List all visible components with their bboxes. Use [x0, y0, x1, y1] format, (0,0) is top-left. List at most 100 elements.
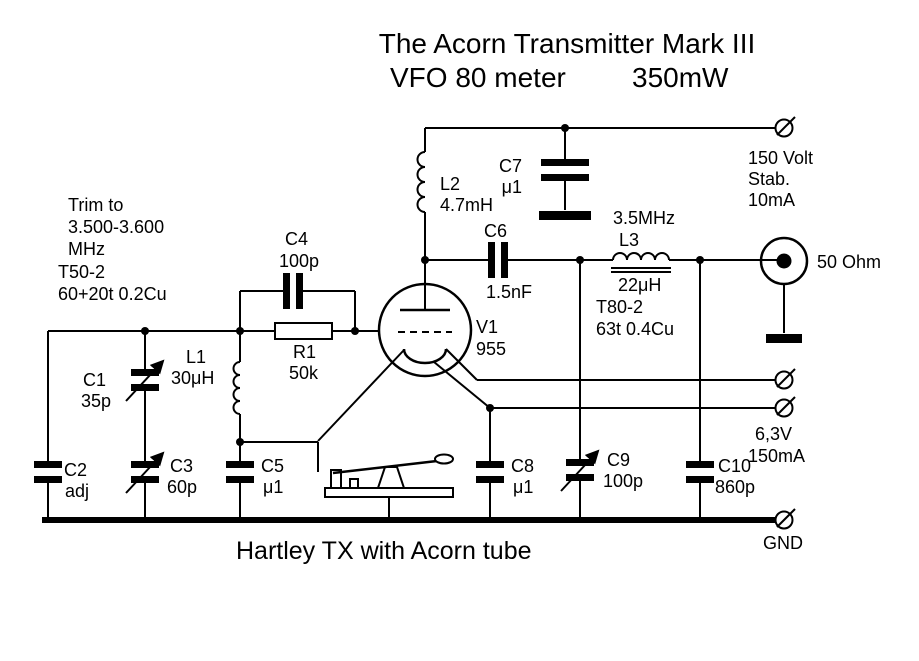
- c10-value-label: 860p: [715, 477, 755, 497]
- terminal-heater-b: 6,3V 150mA: [748, 396, 805, 466]
- heater-wire: [445, 348, 478, 381]
- coil-winding: [416, 151, 426, 213]
- t50-note-line2: 60+20t 0.2Cu: [58, 284, 167, 304]
- key-base: [324, 487, 454, 498]
- l1-ref-label: L1: [186, 347, 206, 367]
- t80-note-line1: T80-2: [596, 297, 643, 317]
- cap-plate: [541, 159, 589, 166]
- coil-winding: [232, 361, 241, 415]
- terminal-slash: [776, 368, 796, 388]
- r1-ref-label: R1: [293, 342, 316, 362]
- key-pivot: [376, 466, 406, 489]
- v1-value-label: 955: [476, 339, 506, 359]
- key-post: [330, 469, 342, 489]
- morse-key: [324, 453, 454, 498]
- capacitor-c1: C1 35p: [81, 359, 165, 411]
- resistor-body: [274, 322, 333, 340]
- supply-label-line2: Stab.: [748, 169, 790, 189]
- c1-value-label: 35p: [81, 391, 111, 411]
- cap-plate: [501, 242, 508, 278]
- cap-plate: [476, 476, 504, 483]
- junction: [351, 327, 359, 335]
- capacitor-c7: C7 μ1: [499, 156, 591, 220]
- tank-notes: Trim to 3.500-3.600 MHz T50-2 60+20t 0.2…: [58, 195, 167, 304]
- junction: [236, 327, 244, 335]
- l3-ref-label: L3: [619, 230, 639, 250]
- cap-plate: [488, 242, 495, 278]
- schematic-subtitle-right: 350mW: [632, 62, 729, 93]
- variable-arrow: [560, 449, 600, 492]
- gnd-label: GND: [763, 533, 803, 553]
- junction: [561, 124, 569, 132]
- key-contact: [349, 478, 359, 489]
- r1-value-label: 50k: [289, 363, 319, 383]
- c9-value-label: 100p: [603, 471, 643, 491]
- schematic-title: The Acorn Transmitter Mark III: [379, 28, 756, 59]
- cap-plate: [131, 384, 159, 391]
- c7-ref-label: C7: [499, 156, 522, 176]
- cap-plate: [131, 369, 159, 376]
- variable-arrow: [125, 451, 165, 494]
- capacitor-c2: C2 adj: [34, 460, 89, 501]
- supply-label-line1: 150 Volt: [748, 148, 813, 168]
- c1-ref-label: C1: [83, 370, 106, 390]
- l3-frequency-label: 3.5MHz: [613, 208, 675, 228]
- cap-plate: [131, 476, 159, 483]
- c9-ref-label: C9: [607, 450, 630, 470]
- capacitor-c8: C8 μ1: [476, 456, 534, 497]
- inductor-l3: 3.5MHz L3 22μH T80-2 63t 0.4Cu: [596, 208, 675, 339]
- cap-plate: [686, 461, 714, 468]
- coax-center-pin: [776, 253, 792, 269]
- capacitor-c5: C5 μ1: [226, 456, 284, 497]
- c7-value-label: μ1: [502, 177, 522, 197]
- c2-value-label: adj: [65, 481, 89, 501]
- v1-ref-label: V1: [476, 317, 498, 337]
- t50-note-line1: T50-2: [58, 262, 105, 282]
- schematic-caption: Hartley TX with Acorn tube: [236, 537, 532, 565]
- cap-plate: [226, 461, 254, 468]
- junction: [486, 404, 494, 412]
- connector-50ohm: 50 Ohm: [759, 236, 881, 343]
- l1-value-label: 30μH: [171, 368, 214, 388]
- cap-plate: [34, 476, 62, 483]
- inductor-l1: L1 30μH: [171, 347, 241, 415]
- c6-value-label: 1.5nF: [486, 282, 532, 302]
- key-lever: [332, 459, 438, 475]
- junction: [236, 438, 244, 446]
- ground-bar: [539, 211, 591, 220]
- c8-ref-label: C8: [511, 456, 534, 476]
- supply-label-line3: 10mA: [748, 190, 795, 210]
- terminal-heater-a: [774, 368, 796, 390]
- c10-ref-label: C10: [718, 456, 751, 476]
- c2-ref-label: C2: [64, 460, 87, 480]
- cap-plate: [34, 461, 62, 468]
- key-knob: [434, 453, 454, 465]
- c5-ref-label: C5: [261, 456, 284, 476]
- choke-l2: L2 4.7mH: [416, 151, 493, 215]
- c8-value-label: μ1: [513, 477, 533, 497]
- capacitor-c6: C6 1.5nF: [484, 221, 532, 302]
- tube-v1: V1 955: [377, 282, 506, 378]
- capacitor-c9: C9 100p: [560, 449, 643, 492]
- terminal-slash: [776, 396, 796, 416]
- l2-value-label: 4.7mH: [440, 195, 493, 215]
- cap-plate: [476, 461, 504, 468]
- heater-wire: [433, 361, 491, 409]
- c3-ref-label: C3: [170, 456, 193, 476]
- l2-ref-label: L2: [440, 174, 460, 194]
- trim-note-line2: 3.500-3.600: [68, 217, 164, 237]
- terminal-slash: [776, 116, 796, 136]
- cap-plate: [566, 459, 594, 466]
- trim-note-line3: MHz: [68, 239, 105, 259]
- l3-value-label: 22μH: [618, 275, 661, 295]
- cap-plate: [226, 476, 254, 483]
- coax-outer: [759, 236, 809, 286]
- junction: [421, 256, 429, 264]
- c4-value-label: 100p: [279, 251, 319, 271]
- terminal-150v: 150 Volt Stab. 10mA: [748, 116, 813, 210]
- c4-ref-label: C4: [285, 229, 308, 249]
- trim-note-line1: Trim to: [68, 195, 123, 215]
- junction-dots: [141, 124, 704, 446]
